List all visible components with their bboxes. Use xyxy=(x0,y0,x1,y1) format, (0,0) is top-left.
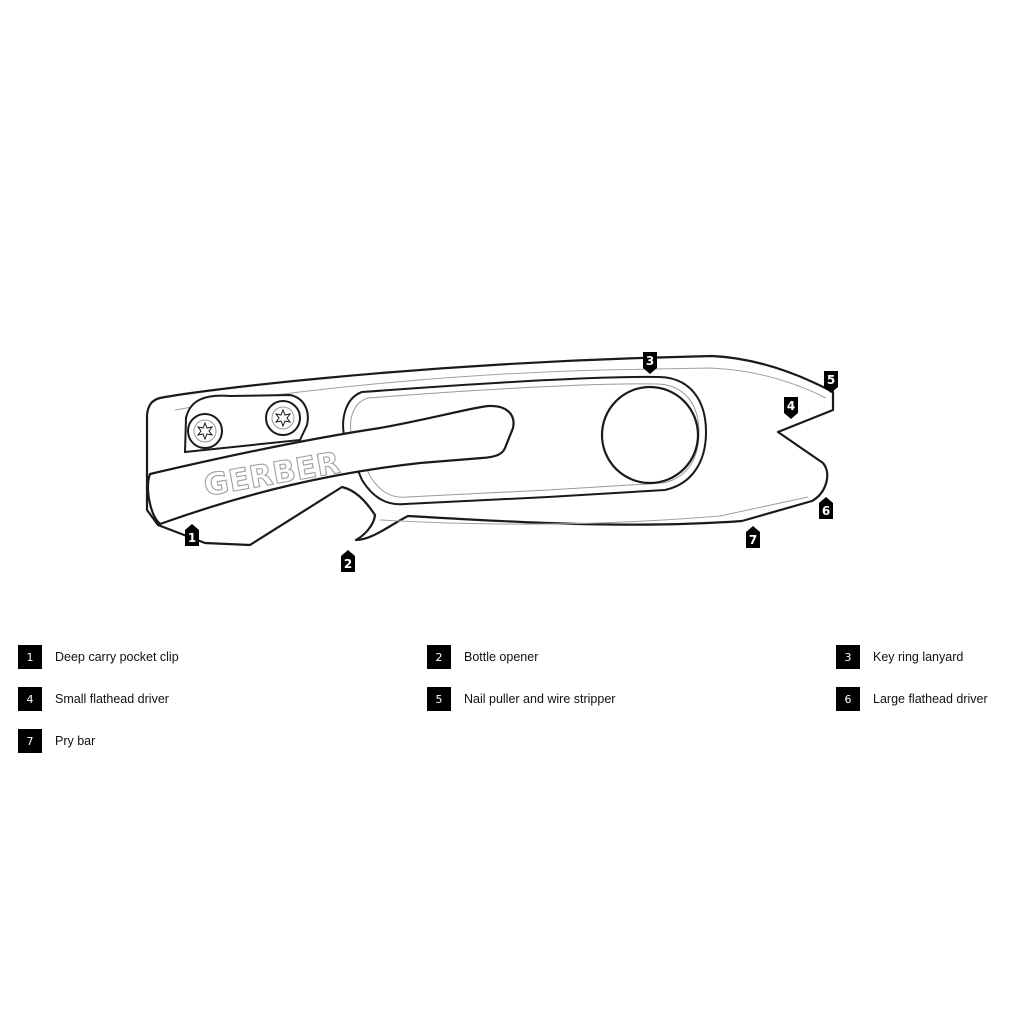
legend-badge: 3 xyxy=(836,645,860,669)
legend-item-5: 5 Nail puller and wire stripper xyxy=(427,687,615,711)
svg-text:7: 7 xyxy=(749,533,757,547)
torx-screw xyxy=(187,413,223,449)
legend-label: Small flathead driver xyxy=(55,692,169,706)
legend-badge: 6 xyxy=(836,687,860,711)
callout-5: 5 xyxy=(824,371,838,393)
legend-badge: 4 xyxy=(18,687,42,711)
legend-badge: 5 xyxy=(427,687,451,711)
legend-label: Deep carry pocket clip xyxy=(55,650,179,664)
tool-body-outline xyxy=(145,354,835,547)
legend: 1 Deep carry pocket clip 2 Bottle opener… xyxy=(18,645,1008,765)
svg-text:2: 2 xyxy=(344,557,352,571)
legend-badge: 1 xyxy=(18,645,42,669)
frame-cutout xyxy=(342,375,708,506)
pocket-clip xyxy=(146,404,515,526)
legend-label: Nail puller and wire stripper xyxy=(464,692,616,706)
callout-7: 7 xyxy=(746,526,760,548)
svg-text:5: 5 xyxy=(827,373,835,387)
legend-item-6: 6 Large flathead driver xyxy=(836,687,988,711)
legend-label: Key ring lanyard xyxy=(873,650,964,664)
callout-6: 6 xyxy=(819,497,833,519)
lanyard-hole xyxy=(600,385,700,485)
torx-screw xyxy=(265,400,301,436)
callout-3: 3 xyxy=(643,352,657,374)
legend-badge: 7 xyxy=(18,729,42,753)
legend-item-4: 4 Small flathead driver xyxy=(18,687,169,711)
legend-label: Pry bar xyxy=(55,734,96,748)
legend-label: Large flathead driver xyxy=(873,692,988,706)
svg-text:4: 4 xyxy=(787,399,795,413)
legend-item-2: 2 Bottle opener xyxy=(427,645,538,669)
tool-inner-edge-bottom xyxy=(379,496,809,525)
legend-label: Bottle opener xyxy=(464,650,539,664)
callout-2: 2 xyxy=(341,550,355,572)
legend-item-3: 3 Key ring lanyard xyxy=(836,645,963,669)
legend-item-7: 7 Pry bar xyxy=(18,729,95,753)
svg-text:1: 1 xyxy=(188,531,196,545)
callout-4: 4 xyxy=(784,397,798,419)
svg-text:6: 6 xyxy=(822,504,830,518)
legend-badge: 2 xyxy=(427,645,451,669)
callout-1: 1 xyxy=(185,524,199,546)
legend-item-1: 1 Deep carry pocket clip xyxy=(18,645,179,669)
svg-text:3: 3 xyxy=(646,354,654,368)
